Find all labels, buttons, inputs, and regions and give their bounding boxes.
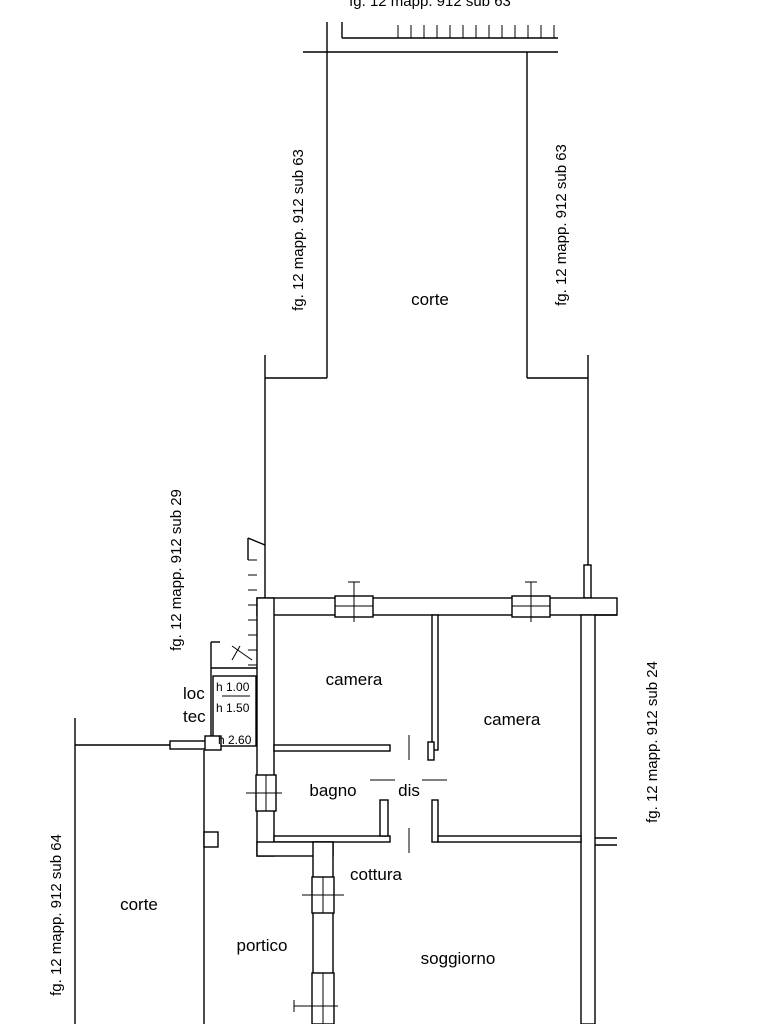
room-corte-bottom: corte [120,895,158,914]
label-right-lower: fg. 12 mapp. 912 sub 24 [644,661,661,823]
room-bagno: bagno [309,781,356,800]
boundary-labels: fg. 12 mapp. 912 sub 63 fg. 12 mapp. 912… [48,0,661,996]
label-top: fg. 12 mapp. 912 sub 63 [349,0,511,10]
windows [246,581,551,1024]
room-cottura: cottura [350,865,403,884]
room-labels: corte camera camera loc tec bagno dis co… [120,290,541,968]
room-dis: dis [398,781,420,800]
room-corte-top: corte [411,290,449,309]
room-camera-1: camera [326,670,383,689]
height-1: h 1.00 [216,680,250,694]
room-portico: portico [236,936,287,955]
height-2: h 1.50 [216,701,250,715]
technical-room [74,537,266,1024]
room-soggiorno: soggiorno [421,949,496,968]
room-camera-2: camera [484,710,541,729]
label-left-upper: fg. 12 mapp. 912 sub 29 [168,489,185,651]
label-left-court: fg. 12 mapp. 912 sub 63 [290,149,307,311]
dis-door-marks [370,735,447,853]
room-loc: loc [183,684,205,703]
label-right-court: fg. 12 mapp. 912 sub 63 [553,144,570,306]
label-left-lower: fg. 12 mapp. 912 sub 64 [48,834,65,996]
room-tec: tec [183,707,206,726]
stair-steps [248,559,257,666]
height-3: h 2.60 [218,733,252,747]
boundary-hatch [397,25,555,38]
height-notes: h 1.00 h 1.50 h 2.60 [216,680,252,747]
courtyard-outline [264,22,592,599]
